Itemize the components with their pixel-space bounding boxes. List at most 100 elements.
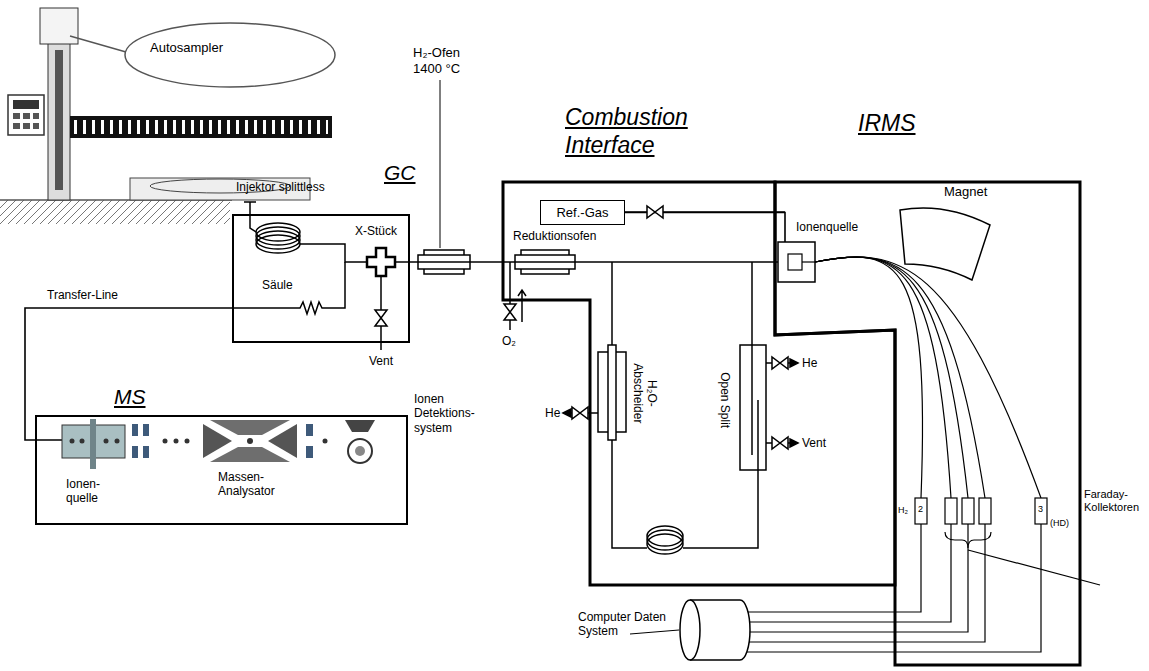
part-label: H₂-Ofen 1400 °C — [413, 45, 483, 76]
arrowhead — [563, 409, 571, 417]
quadrupole-rod — [210, 447, 290, 462]
panel-button — [33, 113, 39, 119]
ion-beam — [815, 257, 951, 498]
region-outline — [775, 182, 1080, 665]
arrowhead — [790, 439, 798, 447]
faraday-cup — [1035, 498, 1047, 524]
ion-dot — [104, 439, 109, 444]
sampler-head — [40, 8, 78, 44]
gas-label: He — [802, 356, 817, 370]
ion-dot — [174, 439, 179, 444]
capillary-line — [683, 470, 758, 548]
ion-beam — [815, 257, 1041, 498]
column-line — [300, 244, 367, 262]
irms-region: IRMSIonenquelle — [775, 182, 1080, 665]
gc-outlet-line — [395, 261, 410, 263]
part-label: X-Stück — [355, 224, 397, 238]
furnace-tube — [418, 255, 470, 269]
section-title: IRMS — [858, 110, 916, 138]
connector-line — [410, 261, 515, 263]
open-split-housing — [740, 345, 766, 470]
open-split-capillary — [757, 400, 759, 470]
faraday-cup — [962, 498, 974, 524]
transfer-line-end — [35, 439, 62, 441]
ion-dot — [80, 439, 85, 444]
exit-lens — [306, 446, 313, 458]
port-label: Vent — [369, 354, 393, 368]
sampler-arm-loop — [125, 23, 335, 87]
faraday-cup — [915, 498, 927, 524]
valve-symbol — [772, 437, 788, 449]
furnace-line — [515, 261, 575, 263]
control-panel — [8, 95, 44, 135]
signal-wire — [749, 524, 951, 622]
combustion-internals — [563, 206, 798, 554]
capillary-loop — [647, 534, 683, 554]
collector-label: (HD) — [1050, 518, 1069, 529]
column-coil — [256, 235, 300, 253]
h2-furnace — [418, 80, 470, 274]
valve-symbol — [572, 407, 588, 419]
section-title: Combustion Interface — [565, 104, 740, 159]
part-label: Injektor splittless — [236, 180, 325, 194]
combustion-interface-region: Combustion InterfaceRef.-GasReduktionsof… — [503, 182, 895, 585]
valve-symbol — [504, 304, 516, 320]
signal-wire — [750, 524, 968, 632]
ion-source-chamber — [788, 254, 802, 270]
signal-wire — [749, 524, 985, 642]
part-label: Ionen- quelle — [66, 477, 116, 506]
gas-label: O₂ — [502, 334, 516, 348]
node-outline — [775, 182, 1080, 665]
part-label: Computer Daten System — [578, 610, 678, 639]
detector-dynode — [345, 420, 375, 432]
collector-number: 3 — [1038, 504, 1043, 515]
reduction-furnace: Reduktionsofen — [515, 250, 575, 274]
collector-label: H₂ — [898, 505, 908, 516]
faraday-cup — [945, 498, 957, 524]
ion-dot — [323, 439, 328, 444]
arm-link — [70, 36, 126, 52]
part-label: Magnet — [944, 184, 987, 200]
sampler-rod — [55, 50, 63, 190]
cylinder-face — [680, 600, 700, 660]
ground-hatch — [0, 200, 230, 224]
reference-gas-box: Ref.-Gas — [540, 200, 625, 225]
leader-line — [630, 630, 679, 634]
quadrupole-rod — [268, 424, 297, 458]
faraday-cup — [979, 498, 991, 524]
box-label: Ref.-Gas — [556, 205, 608, 221]
sampler-tower — [48, 22, 70, 200]
magnet-sector — [900, 208, 990, 280]
valve-symbol — [375, 310, 387, 326]
exit-lens — [306, 424, 313, 436]
capillary-line — [612, 440, 647, 548]
part-label: Faraday- Kollektoren — [1084, 488, 1146, 514]
leader-line — [440, 80, 441, 248]
panel-display — [13, 100, 39, 109]
part-label: Säule — [262, 278, 293, 292]
ion-beam — [815, 257, 985, 498]
valve-symbol — [647, 206, 663, 218]
ion-lens — [143, 424, 149, 436]
ion-dot — [115, 439, 120, 444]
cross-piece — [367, 248, 395, 276]
section-title: MS — [114, 384, 146, 409]
connector-line — [575, 261, 778, 263]
ion-lens — [132, 446, 138, 458]
ion-lens — [132, 424, 138, 436]
column-coil — [256, 227, 300, 245]
furnace-tube — [515, 255, 575, 269]
injector-symbol — [244, 202, 256, 232]
node-outline — [778, 242, 815, 282]
autosampler-illustration — [0, 8, 335, 224]
water-trap-feed — [611, 262, 613, 345]
node-outline — [515, 250, 575, 274]
ion-dot — [247, 438, 253, 444]
ion-dot — [70, 439, 75, 444]
capillary-loop — [647, 530, 683, 550]
ion-dot — [185, 439, 190, 444]
panel-button — [33, 123, 39, 129]
ion-dot — [163, 439, 168, 444]
